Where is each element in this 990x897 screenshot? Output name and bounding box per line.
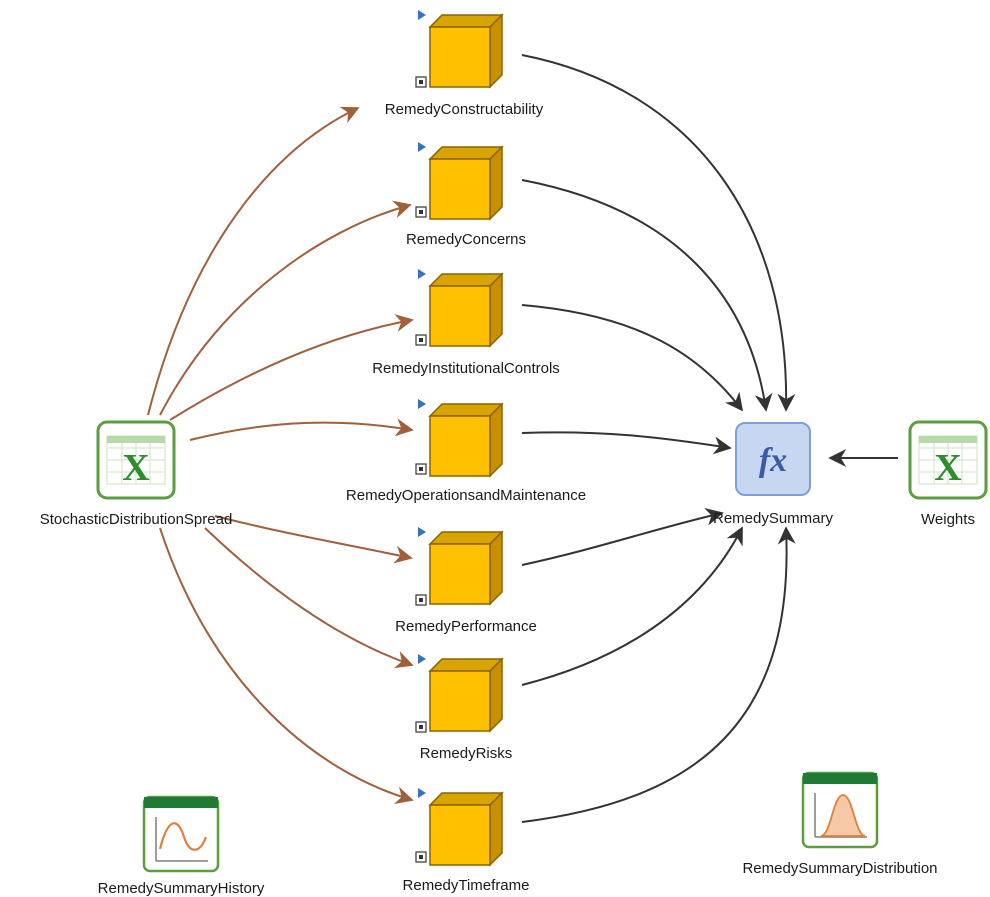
node-label: RemedySummaryHistory	[98, 880, 265, 897]
node-label: RemedySummary	[713, 510, 834, 527]
time-history-chart-icon	[142, 795, 220, 873]
node-history[interactable]: RemedySummaryHistory	[98, 795, 265, 897]
node-label: RemedyPerformance	[395, 618, 537, 635]
edge-performance-summary[interactable]	[521, 507, 724, 566]
cube-icon	[429, 146, 503, 220]
result-flag-icon	[418, 142, 426, 152]
input-edges	[147, 106, 414, 805]
edge-institutional-summary[interactable]	[521, 304, 744, 412]
edge-timeframe-summary[interactable]	[521, 526, 796, 823]
cube-icon	[429, 792, 503, 866]
edge-operations-summary[interactable]	[521, 431, 732, 455]
edge-risks-summary[interactable]	[521, 526, 743, 686]
result-flag-icon	[418, 399, 426, 409]
result-flag-icon	[418, 527, 426, 537]
node-label: Weights	[921, 511, 975, 528]
distribution-chart-icon	[801, 771, 879, 849]
node-distribution[interactable]: RemedySummaryDistribution	[742, 771, 938, 877]
cube-icon	[429, 403, 503, 477]
cube-icon	[429, 658, 503, 732]
node-label: RemedyConcerns	[406, 231, 526, 248]
cube-icon	[429, 531, 503, 605]
node-label: RemedyInstitutionalControls	[372, 360, 560, 377]
function-icon: fx	[735, 422, 811, 496]
node-label: RemedyRisks	[420, 745, 513, 762]
result-flag-icon	[418, 10, 426, 20]
edge-concerns-summary[interactable]	[521, 179, 773, 412]
svg-text:X: X	[122, 447, 149, 489]
node-weights[interactable]: X Weights	[908, 420, 988, 528]
node-stochastic[interactable]: X StochasticDistributionSpread	[40, 420, 233, 528]
node-constructability[interactable]: RemedyConstructability	[385, 10, 544, 118]
output-edges	[521, 54, 898, 823]
cube-icon	[429, 273, 503, 347]
function-glyph: fx	[759, 442, 787, 479]
node-performance[interactable]: RemedyPerformance	[395, 527, 537, 635]
edge-stochastic-performance[interactable]	[214, 515, 413, 564]
node-concerns[interactable]: RemedyConcerns	[406, 142, 526, 248]
node-label: RemedySummaryDistribution	[742, 860, 937, 877]
node-label: RemedyConstructability	[385, 101, 544, 118]
excel-icon: X	[908, 420, 988, 500]
node-label: StochasticDistributionSpread	[40, 511, 233, 528]
result-flag-icon	[418, 788, 426, 798]
edge-constructability-summary[interactable]	[521, 54, 796, 412]
edge-stochastic-institutional[interactable]	[169, 314, 414, 421]
node-timeframe[interactable]: RemedyTimeframe	[403, 788, 530, 894]
node-risks[interactable]: RemedyRisks	[415, 654, 513, 762]
edge-stochastic-risks[interactable]	[204, 527, 414, 669]
result-flag-icon	[418, 654, 426, 664]
node-operations[interactable]: RemedyOperationsandMaintenance	[346, 399, 586, 504]
node-institutional[interactable]: RemedyInstitutionalControls	[372, 269, 560, 377]
svg-text:X: X	[934, 447, 961, 489]
edge-stochastic-timeframe[interactable]	[159, 527, 414, 805]
node-summary[interactable]: fx RemedySummary	[713, 422, 834, 527]
edge-stochastic-constructability[interactable]	[147, 106, 360, 416]
edge-stochastic-operations[interactable]	[189, 418, 414, 441]
node-label: RemedyOperationsandMaintenance	[346, 487, 586, 504]
node-label: RemedyTimeframe	[403, 877, 530, 894]
excel-icon: X	[96, 420, 176, 500]
result-flag-icon	[418, 269, 426, 279]
cube-icon	[429, 14, 503, 88]
edge-stochastic-concerns[interactable]	[159, 200, 412, 416]
